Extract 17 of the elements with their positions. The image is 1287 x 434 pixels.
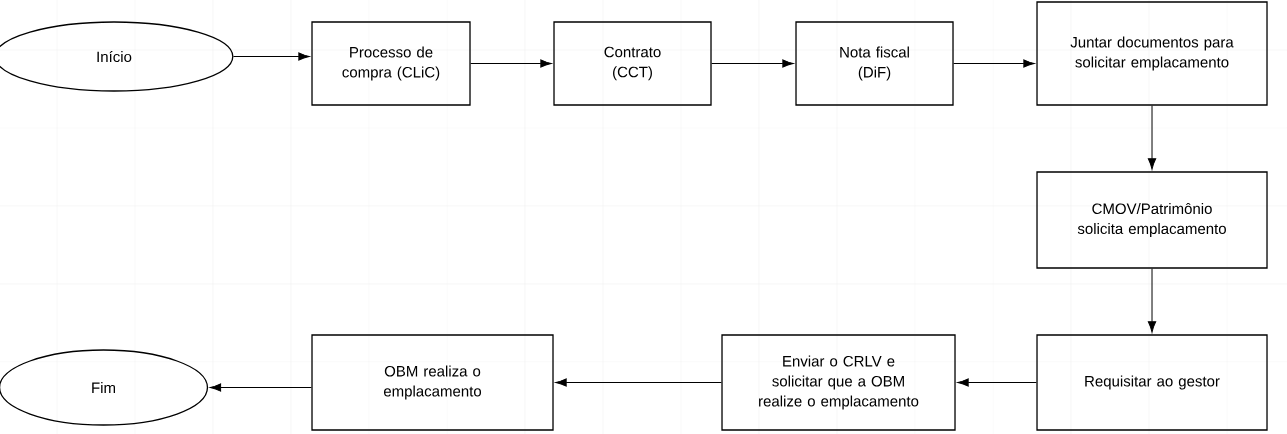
arrow: [555, 378, 722, 387]
arrow: [209, 383, 312, 392]
process-box: Contrato (CCT): [553, 21, 712, 106]
arrow: [1147, 105, 1157, 170]
process-box: Enviar o CRLV e solicitar que a OBM realize o emplacamento: [721, 334, 956, 431]
arrow: [232, 52, 310, 61]
arrow: [953, 59, 1035, 68]
process-box: Nota fiscal (DiF): [795, 21, 954, 106]
process-box: Juntar documentos para solicitar emplacamento: [1036, 1, 1268, 106]
arrow: [1147, 268, 1157, 333]
arrow: [711, 59, 794, 68]
process-box: CMOV/Patrimônio solicita emplacamento: [1036, 171, 1268, 269]
arrow: [470, 59, 552, 68]
process-box: Requisitar ao gestor: [1036, 334, 1268, 431]
process-box: OBM realiza o emplacamento: [311, 334, 554, 431]
arrow: [957, 378, 1037, 387]
process-box: Processo de compra (CLiC): [311, 21, 471, 106]
